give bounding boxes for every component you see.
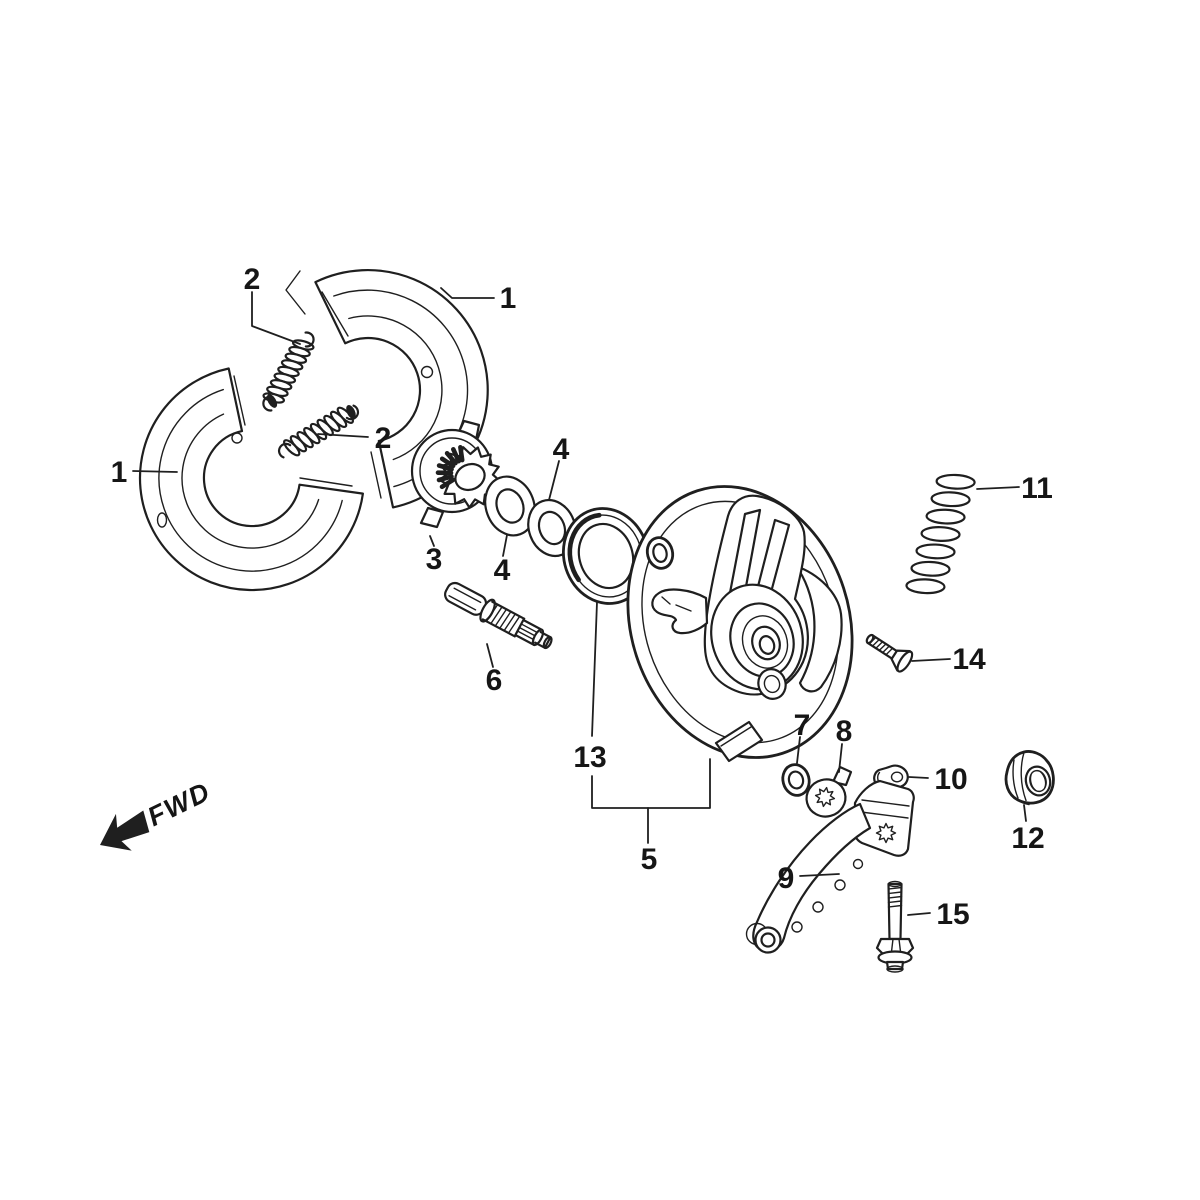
direction-arrow: FWD bbox=[100, 776, 215, 851]
callout-5: 5 bbox=[641, 843, 658, 876]
part-hex-bolt bbox=[875, 880, 915, 973]
part-washer-a bbox=[484, 475, 536, 537]
callout-2-middle: 2 bbox=[375, 422, 392, 455]
part-spring bbox=[905, 473, 976, 595]
fwd-arrow-icon bbox=[100, 810, 150, 851]
callout-9: 9 bbox=[778, 862, 795, 895]
callout-4-upper: 4 bbox=[553, 433, 570, 466]
callout-1-upper-shoe: 1 bbox=[500, 282, 517, 315]
part-washer-small bbox=[781, 763, 811, 797]
arm-clamp bbox=[853, 779, 915, 857]
spline-hole bbox=[814, 786, 836, 808]
fwd-label: FWD bbox=[143, 776, 215, 832]
spring-shading bbox=[346, 404, 356, 420]
part-brake-panel bbox=[626, 485, 854, 763]
callout-1-lower-shoe: 1 bbox=[111, 456, 128, 489]
part-return-spring-top bbox=[262, 331, 315, 412]
callouts: 2 1 2 1 3 4 4 6 13 5 11 14 7 8 10 12 9 1… bbox=[111, 263, 1053, 931]
part-brake-shoe-lower bbox=[138, 367, 364, 592]
panel-bottom-tab bbox=[714, 720, 764, 763]
part-collar bbox=[645, 536, 675, 570]
spring-shading bbox=[266, 394, 278, 408]
callout-15: 15 bbox=[936, 898, 969, 931]
panel-boss bbox=[757, 668, 787, 700]
panel-side-flap bbox=[794, 564, 843, 693]
gear-shading bbox=[435, 445, 465, 490]
callout-13: 13 bbox=[573, 741, 606, 774]
part-indicator-plate bbox=[805, 765, 853, 818]
callout-3: 3 bbox=[426, 543, 443, 576]
callout-10: 10 bbox=[934, 763, 967, 796]
part-speedometer-gear bbox=[410, 419, 502, 529]
part-brake-arm bbox=[745, 779, 915, 954]
leader-lines bbox=[132, 287, 1027, 916]
callout-12: 12 bbox=[1011, 822, 1044, 855]
part-brake-camshaft bbox=[444, 581, 553, 650]
part-oil-seal bbox=[561, 507, 651, 605]
part-flange-nut bbox=[1004, 750, 1055, 806]
part-return-spring-middle bbox=[277, 404, 360, 459]
callout-6: 6 bbox=[486, 664, 503, 697]
callout-11: 11 bbox=[1021, 472, 1053, 505]
callout-2-top: 2 bbox=[244, 263, 261, 296]
callout-4-lower: 4 bbox=[494, 554, 511, 587]
arm-band bbox=[752, 802, 872, 952]
arm-spline-hole bbox=[875, 822, 897, 844]
callout-14: 14 bbox=[952, 643, 986, 676]
callout-8: 8 bbox=[836, 715, 853, 748]
callout-7: 7 bbox=[794, 709, 811, 742]
part-flat-screw bbox=[865, 633, 914, 673]
